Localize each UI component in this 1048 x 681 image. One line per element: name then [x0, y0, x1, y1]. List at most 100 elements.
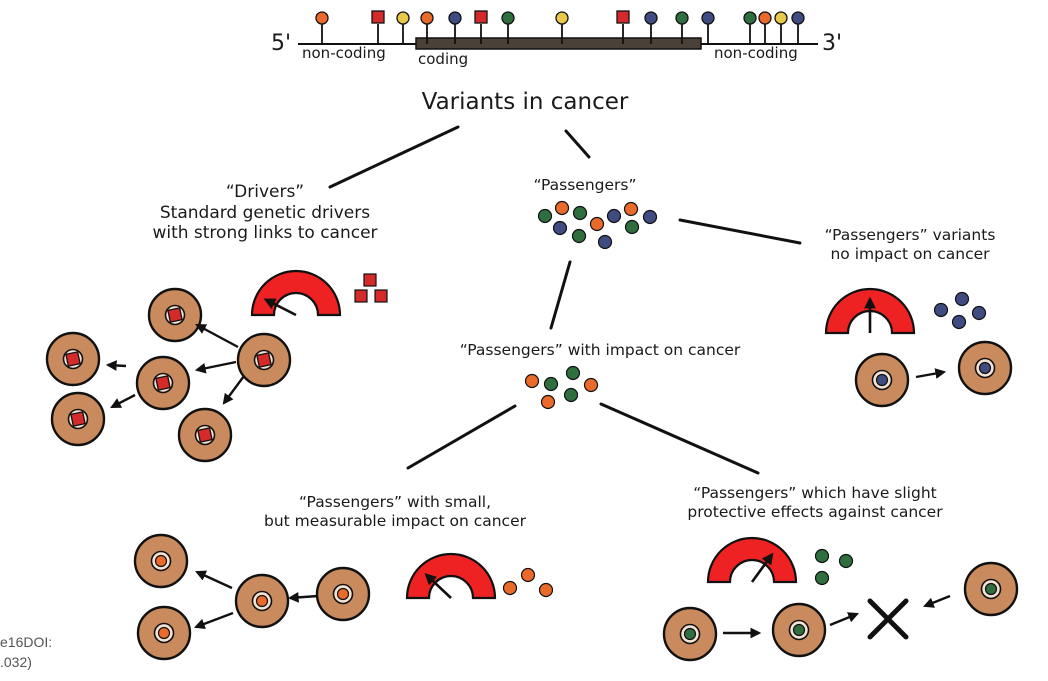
- variant-dot: [552, 220, 568, 236]
- driver-variant-square: [354, 289, 368, 303]
- variant-lollipop: [644, 11, 658, 44]
- variant-dot: [554, 200, 570, 216]
- variant-lollipop: [396, 11, 410, 44]
- passenger-variant: [683, 627, 697, 641]
- variant-lollipop: [315, 11, 329, 44]
- variant-dot-clusters: [354, 200, 987, 598]
- flow-arrow: [110, 393, 136, 409]
- connector-lines: [328, 125, 802, 475]
- variant-dot: [540, 394, 556, 410]
- no-impact-dot-cluster: [933, 291, 987, 330]
- connector-passengers-impact: [549, 260, 572, 330]
- no-impact-label-line2: no impact on cancer: [830, 244, 990, 263]
- passenger-variant: [157, 626, 171, 640]
- small-impact-cell: [234, 573, 290, 629]
- driver-variant: [167, 307, 183, 323]
- drivers-label-line2: Standard genetic drivers: [159, 202, 371, 223]
- small-impact-cell: [133, 533, 189, 589]
- driver-impact-gauge: [250, 269, 342, 317]
- variant-dot: [933, 302, 949, 318]
- flow-arrow: [222, 375, 245, 405]
- passenger-variant: [792, 623, 806, 637]
- no-impact-label-line1: “Passengers” variants: [824, 226, 996, 244]
- caption-line1: e16DOI:: [0, 634, 53, 650]
- protective-cell: [963, 561, 1019, 617]
- variant-dot: [589, 216, 605, 232]
- variant-lollipop: [791, 11, 805, 44]
- variant-dot: [565, 365, 581, 381]
- passenger-variant: [978, 361, 992, 375]
- no-impact-gauge: [824, 287, 916, 335]
- flow-arrow: [922, 594, 951, 608]
- left-noncoding-label: non-coding: [302, 44, 386, 62]
- flow-arrow: [194, 360, 237, 374]
- small-impact-cell: [315, 566, 371, 622]
- passenger-variant: [875, 373, 889, 387]
- connector-title-drivers: [328, 125, 460, 189]
- driver-variant-square: [363, 273, 377, 287]
- connector-impact-protective: [599, 402, 760, 475]
- driver-cell: [177, 407, 233, 463]
- variant-dot: [583, 377, 599, 393]
- variant-dot: [642, 209, 658, 225]
- variant-lollipop: [774, 11, 788, 44]
- connector-title-passengers: [564, 129, 591, 159]
- variant-lollipop: [448, 11, 462, 44]
- driver-cell: [45, 331, 101, 387]
- variant-dot: [606, 208, 622, 224]
- variant-lollipop: [420, 11, 434, 44]
- flow-arrow: [287, 591, 319, 603]
- small-impact-gauge: [405, 552, 497, 600]
- flow-arrow: [829, 612, 860, 627]
- variant-lollipop: [675, 11, 689, 44]
- drivers-label-line3: with strong links to cancer: [152, 223, 378, 244]
- protective-label-line1: “Passengers” which have slight: [693, 484, 937, 502]
- small-impact-label-line1: “Passengers” with small,: [298, 493, 492, 511]
- no-impact-label: “Passengers” variants no impact on cance…: [800, 226, 1020, 264]
- flow-arrow: [105, 360, 127, 371]
- impact-gauges: [250, 269, 916, 600]
- passengers-label: “Passengers”: [533, 176, 637, 194]
- gene-diagram: [298, 10, 818, 50]
- protective-gauge: [706, 536, 798, 584]
- variant-dot: [520, 567, 536, 583]
- passenger-variant: [336, 587, 350, 601]
- driver-cell: [147, 287, 203, 343]
- impact-dot-cluster: [524, 365, 599, 410]
- arrows: [105, 323, 951, 639]
- small-impact-label-line2: but measurable impact on cancer: [264, 511, 526, 530]
- variant-dot: [951, 314, 967, 330]
- five-prime-label: 5': [271, 31, 292, 56]
- small-impact-label: “Passengers” with small, but measurable …: [230, 493, 560, 531]
- driver-square-cluster: [354, 273, 388, 303]
- three-prime-label: 3': [822, 31, 843, 56]
- variant-dot: [502, 580, 518, 596]
- variant-dot: [538, 582, 554, 598]
- flow-arrow: [195, 323, 239, 349]
- variant-dot: [537, 208, 553, 224]
- variant-dot: [597, 234, 613, 250]
- variant-dot: [563, 387, 579, 403]
- variant-lollipop: [555, 11, 569, 44]
- variant-dot: [814, 548, 830, 564]
- gauge-needle: [424, 573, 452, 599]
- variant-lollipops: [315, 10, 805, 44]
- protective-dot-cluster: [814, 548, 854, 586]
- driver-variant: [70, 411, 86, 427]
- protective-cell: [771, 602, 827, 658]
- variant-dot: [572, 205, 588, 221]
- variant-lollipop: [474, 10, 488, 44]
- driver-variant: [155, 375, 171, 391]
- flow-arrow: [193, 611, 234, 629]
- driver-cell: [135, 355, 191, 411]
- gauge-needle: [263, 298, 297, 317]
- driver-cell: [50, 391, 106, 447]
- drivers-label: “Drivers” Standard genetic drivers with …: [135, 182, 395, 244]
- gauge-needle: [750, 552, 774, 583]
- no-impact-cell: [854, 352, 910, 408]
- variant-lollipop: [701, 11, 715, 44]
- cells: [45, 287, 1019, 662]
- right-noncoding-label: non-coding: [714, 44, 798, 62]
- variant-lollipop: [758, 11, 772, 44]
- blocked-x-mark: [867, 598, 909, 640]
